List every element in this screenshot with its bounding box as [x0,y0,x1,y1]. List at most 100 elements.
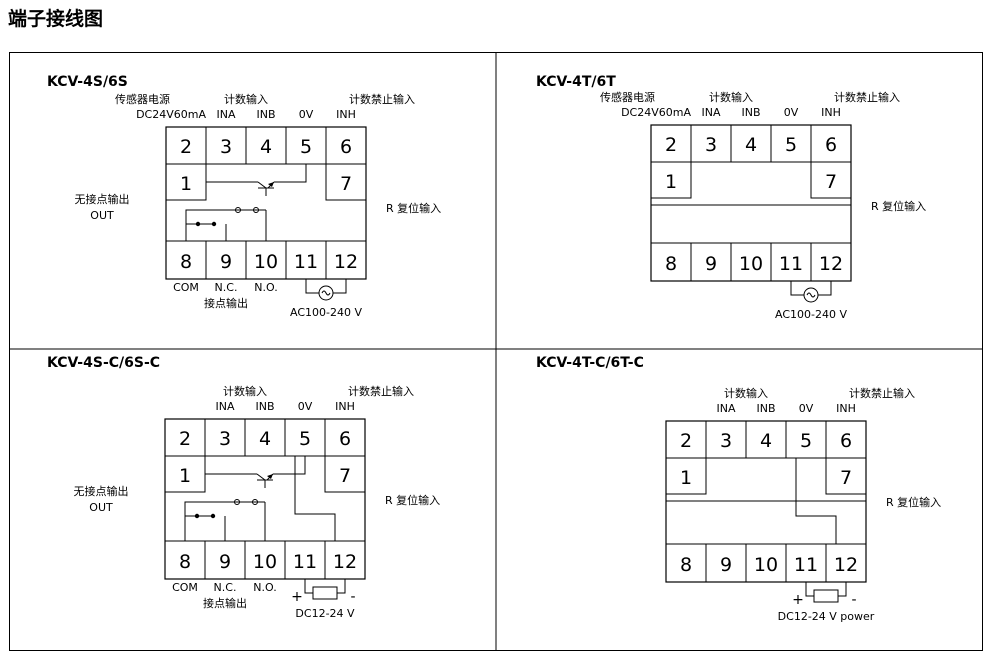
terminal-7-cell [825,458,866,495]
terminal-8: 8 [680,554,692,576]
count-inhibit-input-label: 计数禁止输入 [348,384,414,398]
count-inhibit-input-label: 计数禁止输入 [349,92,415,106]
transistor-collector [257,181,267,189]
terminal-11: 11 [294,251,318,273]
label-inh: INH [836,402,856,415]
transistor-collector [256,473,266,481]
label-com: COM [172,581,198,594]
relay-no-contact [234,499,240,505]
terminal-6: 6 [340,136,352,158]
terminal-block [650,124,852,282]
power-supply-label: DC12-24 V [295,607,355,620]
terminal-1-cell [666,458,707,495]
terminal-1: 1 [180,173,192,195]
terminal-7-cell [324,456,365,493]
label-inh: INH [335,400,355,413]
terminal-9: 9 [720,554,732,576]
panel-title: KCV-4S/6S [47,74,128,90]
label-com: COM [173,281,199,294]
panel-title: KCV-4T-C/6T-C [536,355,644,371]
relay-no-contact [252,499,258,505]
terminal-10: 10 [254,251,278,273]
terminal-1-cell [165,456,206,493]
panel-title: KCV-4T/6T [536,74,616,90]
solid-state-output-label: 无接点输出 [75,192,130,206]
terminal-1-cell [651,162,692,199]
page-title: 端子接线图 [8,8,104,30]
terminal-5: 5 [800,430,812,452]
terminal-2: 2 [665,134,677,156]
count-input-label: 计数输入 [724,386,768,400]
label-0v: 0V [299,108,314,121]
terminal-11: 11 [779,253,803,275]
terminal-6: 6 [825,134,837,156]
power-supply-label: AC100-240 V [290,306,362,319]
terminal-7: 7 [840,467,852,489]
sensor-power-spec: DC24V60mA [136,108,206,121]
relay-nc-dot [211,221,217,227]
terminal-7: 7 [340,173,352,195]
count-input-label: 计数输入 [223,384,267,398]
label-inh: INH [821,106,841,119]
label-ina: INA [717,402,736,415]
terminal-4: 4 [760,430,772,452]
label-inb: INB [741,106,760,119]
terminal-10: 10 [739,253,763,275]
minus-sign: - [350,589,355,605]
plus-sign: + [792,592,804,608]
label-nc: N.C. [215,281,238,294]
count-inhibit-input-label: 计数禁止输入 [849,386,915,400]
transistor-emitter-arrow [267,474,273,479]
terminal-1: 1 [179,465,191,487]
label-inh: INH [336,108,356,121]
terminal-9: 9 [219,551,231,573]
relay-common-wire [184,501,265,541]
solid-state-output-label: 无接点输出 [74,484,129,498]
terminal-6: 6 [840,430,852,452]
power-supply-label: AC100-240 V [775,308,847,321]
relay-common-wire [185,209,266,241]
terminal-3: 3 [705,134,717,156]
terminal-2: 2 [179,428,191,450]
reset-input-label: R 复位输入 [386,201,441,215]
terminal-7-cell [325,164,366,201]
output-code-label: OUT [89,501,113,514]
terminal-10: 10 [253,551,277,573]
terminal-12: 12 [834,554,858,576]
terminal-12: 12 [819,253,843,275]
terminal-7-cell [810,162,851,199]
transistor-emitter-arrow [268,182,274,187]
label-nc: N.C. [214,581,237,594]
dc-source-symbol [312,586,338,600]
terminal-4: 4 [259,428,271,450]
label-ina: INA [216,400,235,413]
label-no: N.O. [253,581,276,594]
relay-nc-dot [195,221,201,227]
relay-nc-dot [210,513,216,519]
output-code-label: OUT [90,209,114,222]
terminal-3: 3 [219,428,231,450]
terminal-5: 5 [299,428,311,450]
terminal-1-cell [166,164,207,201]
contact-output-label: 接点输出 [204,296,248,310]
power-supply-label: DC12-24 V power [778,610,875,623]
terminal-block [164,418,366,580]
count-input-label: 计数输入 [709,90,753,104]
label-inb: INB [255,400,274,413]
dc-source-symbol [813,589,839,603]
label-0v: 0V [799,402,814,415]
label-0v: 0V [298,400,313,413]
terminal-9: 9 [705,253,717,275]
label-ina: INA [702,106,721,119]
terminal-6: 6 [339,428,351,450]
reset-input-label: R 复位输入 [871,199,926,213]
terminal-8: 8 [180,251,192,273]
terminal-10: 10 [754,554,778,576]
sensor-power-label: 传感器电源 [115,92,170,106]
minus-sign: - [851,592,856,608]
sensor-power-spec: DC24V60mA [621,106,691,119]
label-ina: INA [217,108,236,121]
